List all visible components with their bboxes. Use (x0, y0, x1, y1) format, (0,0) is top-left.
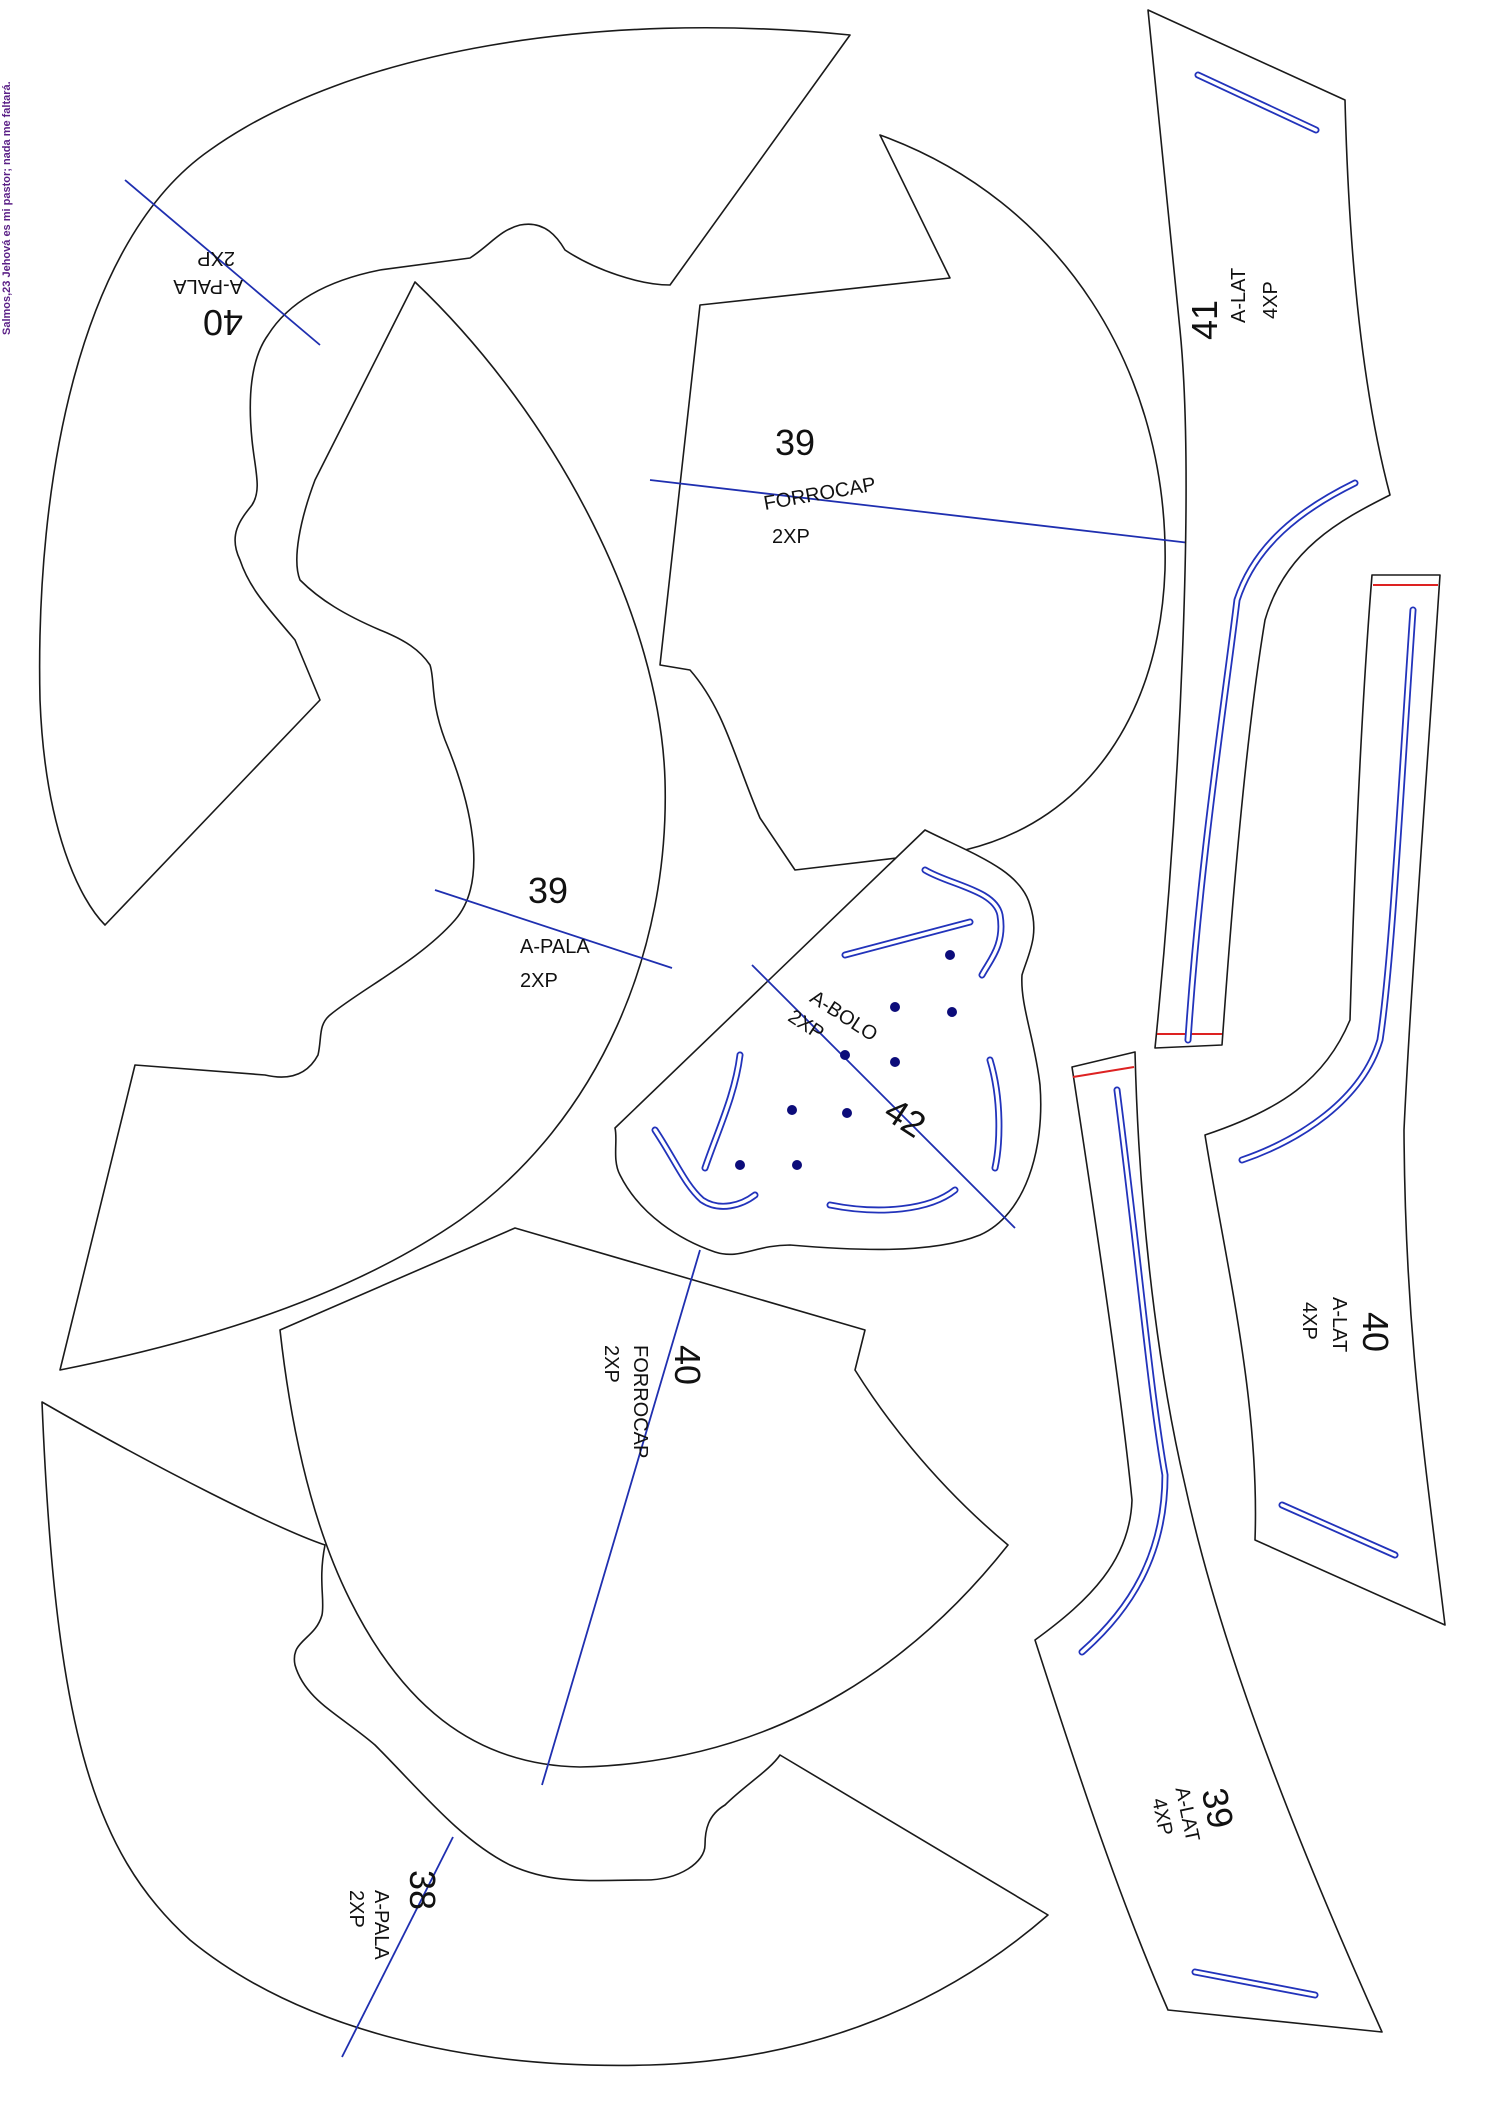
apala40-qty: 2XP (197, 247, 235, 269)
piece-apala-39: 39 A-PALA 2XP (59, 281, 673, 1371)
apala40-size: 40 (203, 302, 243, 343)
forrocap39-qty: 2XP (772, 526, 810, 548)
alat41-name: A-LAT (1228, 268, 1250, 323)
alat40-size: 40 (1355, 1312, 1396, 1352)
forrocap39-size: 39 (775, 422, 815, 463)
abolo-punch-dots (735, 950, 957, 1170)
apala40-name: A-PALA (173, 275, 243, 297)
piece-apala-40: 40 A-PALA 2XP (38, 26, 851, 926)
apala39-name: A-PALA (520, 936, 590, 958)
piece-alat-39: 39 A-LAT 4XP (1034, 1051, 1383, 2033)
apala39-size: 39 (528, 870, 568, 911)
alat40-name: A-LAT (1328, 1297, 1350, 1352)
forrocap40-name: FORROCAP (629, 1345, 651, 1458)
alat40-qty: 4XP (1298, 1302, 1320, 1340)
alat41-size: 41 (1184, 300, 1225, 340)
apala38-size: 38 (402, 1870, 443, 1910)
apala39-qty: 2XP (520, 970, 558, 992)
forrocap40-qty: 2XP (600, 1345, 622, 1383)
piece-alat-40: 40 A-LAT 4XP (1204, 574, 1446, 1626)
alat39-size: 39 (1194, 1784, 1242, 1832)
alat41-qty: 4XP (1260, 281, 1282, 319)
piece-alat-41: 41 A-LAT 4XP (1147, 9, 1391, 1049)
forrocap40-size: 40 (667, 1345, 708, 1385)
piece-forrocap-39: 39 FORROCAP 2XP (649, 134, 1191, 871)
apala38-qty: 2XP (345, 1890, 367, 1928)
apala38-name: A-PALA (370, 1890, 392, 1960)
piece-abolo-42: A-BOLO 2XP 42 (614, 829, 1042, 1256)
piece-forrocap-40: 40 FORROCAP 2XP (279, 1227, 1009, 1786)
abolo-stitch-slots (651, 866, 1005, 1214)
piece-apala-38: 38 A-PALA 2XP (41, 1401, 1049, 2067)
